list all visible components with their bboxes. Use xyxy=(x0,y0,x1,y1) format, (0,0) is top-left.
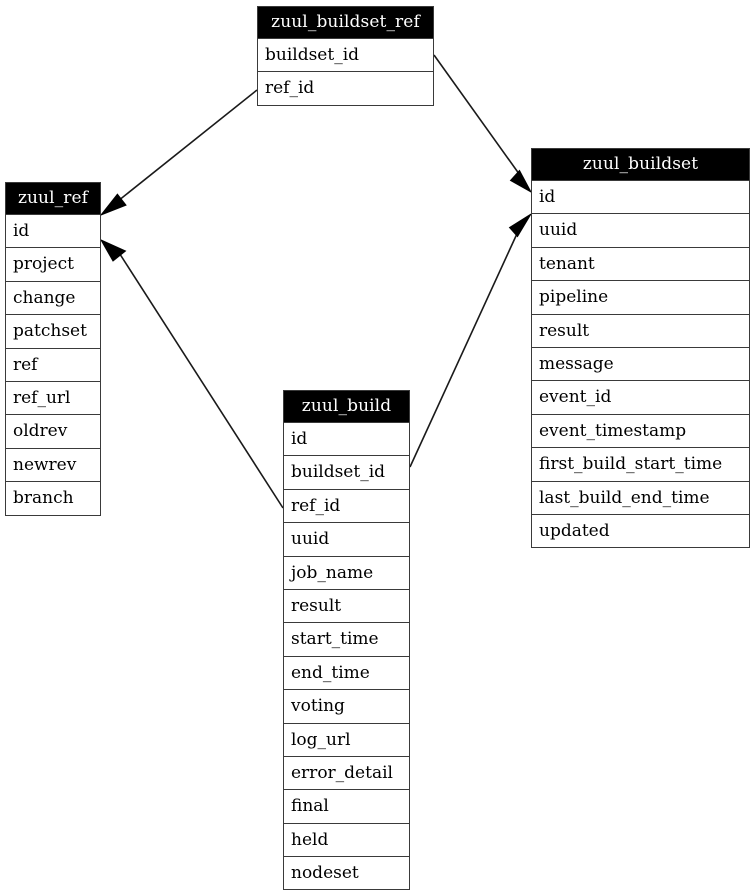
field-zuul_ref-newrev[interactable]: newrev xyxy=(6,447,100,481)
field-zuul_ref-ref_url[interactable]: ref_url xyxy=(6,380,100,414)
edge-buildset_ref-ref_id-to-zuul_ref-id xyxy=(99,89,258,217)
field-zuul_build-end_time[interactable]: end_time xyxy=(284,655,409,689)
field-zuul_buildset-uuid[interactable]: uuid xyxy=(532,213,749,246)
field-zuul_build-start_time[interactable]: start_time xyxy=(284,622,409,655)
field-zuul_ref-id[interactable]: id xyxy=(6,214,100,247)
field-zuul_build-error_detail[interactable]: error_detail xyxy=(284,755,409,789)
entity-zuul_build[interactable]: zuul_build id buildset_id ref_id uuid jo… xyxy=(283,390,410,891)
field-zuul_buildset_ref-buildset_id[interactable]: buildset_id xyxy=(258,38,433,71)
field-zuul_buildset-event_id[interactable]: event_id xyxy=(532,380,749,413)
field-zuul_ref-change[interactable]: change xyxy=(6,280,100,314)
field-zuul_buildset-id[interactable]: id xyxy=(532,180,749,213)
field-zuul_build-nodeset[interactable]: nodeset xyxy=(284,856,409,889)
field-zuul_buildset-event_timestamp[interactable]: event_timestamp xyxy=(532,413,749,447)
edge-build-ref_id-to-zuul_ref-id xyxy=(99,238,284,509)
field-zuul_buildset-first_build_start_time[interactable]: first_build_start_time xyxy=(532,447,749,480)
field-zuul_build-uuid[interactable]: uuid xyxy=(284,522,409,555)
field-zuul_build-final[interactable]: final xyxy=(284,789,409,822)
field-zuul_build-id[interactable]: id xyxy=(284,422,409,455)
field-zuul_ref-ref[interactable]: ref xyxy=(6,347,100,381)
entity-title-zuul_ref: zuul_ref xyxy=(6,183,100,214)
field-zuul_buildset-last_build_end_time[interactable]: last_build_end_time xyxy=(532,480,749,514)
field-zuul_build-log_url[interactable]: log_url xyxy=(284,722,409,756)
field-zuul_build-buildset_id[interactable]: buildset_id xyxy=(284,455,409,488)
edge-build-buildset_id-to-zuul_buildset-id xyxy=(409,213,532,468)
field-zuul_buildset-updated[interactable]: updated xyxy=(532,513,749,547)
field-zuul_ref-project[interactable]: project xyxy=(6,247,100,280)
field-zuul_build-ref_id[interactable]: ref_id xyxy=(284,488,409,522)
field-zuul_build-voting[interactable]: voting xyxy=(284,689,409,722)
field-zuul_buildset-tenant[interactable]: tenant xyxy=(532,246,749,280)
entity-title-zuul_buildset: zuul_buildset xyxy=(532,149,749,180)
field-zuul_ref-patchset[interactable]: patchset xyxy=(6,314,100,347)
entity-title-zuul_build: zuul_build xyxy=(284,391,409,422)
field-zuul_buildset_ref-ref_id[interactable]: ref_id xyxy=(258,71,433,104)
field-zuul_buildset-pipeline[interactable]: pipeline xyxy=(532,280,749,313)
field-zuul_buildset-result[interactable]: result xyxy=(532,313,749,347)
field-zuul_build-job_name[interactable]: job_name xyxy=(284,555,409,589)
field-zuul_build-held[interactable]: held xyxy=(284,822,409,856)
field-zuul_ref-oldrev[interactable]: oldrev xyxy=(6,414,100,447)
entity-zuul_ref[interactable]: zuul_ref id project change patchset ref … xyxy=(5,182,101,516)
entity-title-zuul_buildset_ref: zuul_buildset_ref xyxy=(258,7,433,38)
field-zuul_buildset-message[interactable]: message xyxy=(532,346,749,380)
field-zuul_ref-branch[interactable]: branch xyxy=(6,481,100,514)
field-zuul_build-result[interactable]: result xyxy=(284,588,409,622)
entity-zuul_buildset[interactable]: zuul_buildset id uuid tenant pipeline re… xyxy=(531,148,750,549)
edge-buildset_ref-buildset_id-to-zuul_buildset-id xyxy=(433,54,533,194)
entity-zuul_buildset_ref[interactable]: zuul_buildset_ref buildset_id ref_id xyxy=(257,6,434,106)
